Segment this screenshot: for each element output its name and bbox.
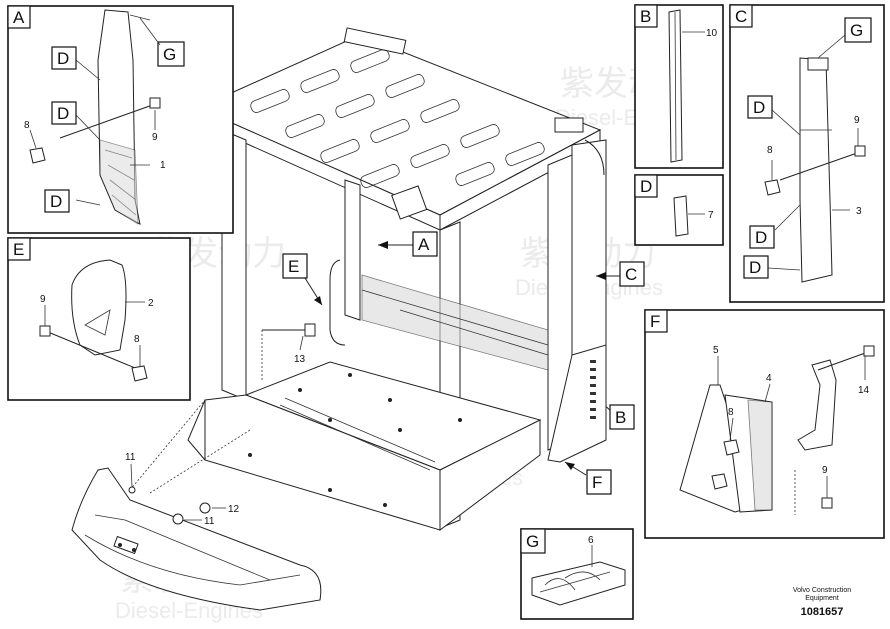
panel-d: D 7 — [634, 174, 724, 246]
svg-text:F: F — [650, 312, 660, 331]
svg-text:B: B — [615, 408, 626, 427]
svg-text:9: 9 — [152, 132, 158, 143]
drawing-number: 1081657 — [801, 606, 844, 618]
brand-footer: Volvo Construction Equipment 1081657 — [793, 587, 851, 618]
svg-text:9: 9 — [854, 115, 860, 126]
svg-text:7: 7 — [708, 210, 714, 221]
svg-text:Equipment: Equipment — [805, 595, 839, 602]
svg-text:8: 8 — [134, 334, 140, 345]
main-callouts: A E C B F 13 11 12 1 — [125, 231, 645, 527]
svg-text:1: 1 — [160, 160, 166, 171]
svg-text:F: F — [592, 473, 602, 492]
svg-text:D: D — [749, 258, 761, 277]
panel-g: G 6 — [520, 528, 634, 620]
svg-text:B: B — [640, 7, 651, 26]
svg-text:2: 2 — [148, 298, 154, 309]
bolt-13 — [261, 323, 316, 380]
svg-text:10: 10 — [706, 28, 718, 39]
panel-f: F 5 4 8 9 14 — [644, 309, 885, 539]
svg-text:9: 9 — [40, 294, 46, 305]
svg-text:D: D — [753, 98, 765, 117]
svg-text:E: E — [13, 240, 24, 259]
svg-text:G: G — [163, 45, 176, 64]
svg-text:D: D — [50, 192, 62, 211]
svg-text:D: D — [57, 104, 69, 123]
svg-text:A: A — [13, 8, 25, 27]
svg-text:D: D — [755, 228, 767, 247]
svg-text:12: 12 — [228, 504, 240, 515]
svg-text:3: 3 — [856, 206, 862, 217]
panel-b: B 10 — [634, 4, 724, 169]
svg-text:E: E — [288, 257, 299, 276]
svg-text:G: G — [850, 21, 863, 40]
svg-text:8: 8 — [24, 120, 30, 131]
svg-text:5: 5 — [713, 345, 719, 356]
svg-text:11: 11 — [125, 452, 136, 463]
svg-text:4: 4 — [766, 373, 772, 384]
svg-text:8: 8 — [767, 145, 773, 156]
svg-text:C: C — [625, 265, 637, 284]
svg-text:13: 13 — [294, 354, 306, 365]
cab-frame — [187, 27, 607, 531]
svg-text:11: 11 — [204, 516, 215, 527]
svg-text:9: 9 — [822, 465, 828, 476]
svg-text:D: D — [57, 49, 69, 68]
svg-text:14: 14 — [858, 385, 870, 396]
panel-c: C G D D D 8 9 3 — [729, 4, 885, 303]
panel-a: A D D D G 8 9 1 — [7, 5, 234, 234]
svg-text:6: 6 — [588, 535, 594, 546]
svg-text:A: A — [418, 235, 430, 254]
svg-text:C: C — [735, 7, 747, 26]
svg-text:G: G — [526, 532, 539, 551]
svg-text:8: 8 — [728, 407, 734, 418]
panel-e: E 9 8 2 — [7, 237, 191, 401]
svg-text:D: D — [640, 177, 652, 196]
svg-text:Volvo Construction: Volvo Construction — [793, 587, 851, 594]
step-bumper — [71, 399, 322, 611]
